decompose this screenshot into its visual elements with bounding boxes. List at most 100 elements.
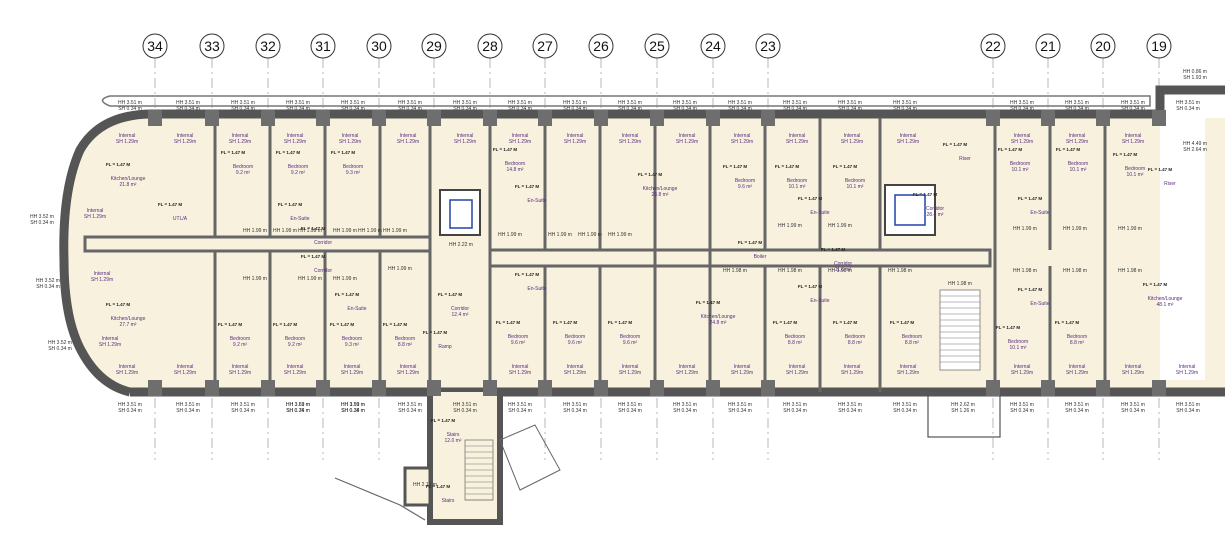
head-height-bottom-alt: HH 3.69 m	[286, 402, 310, 408]
internal-zone: Internal	[287, 364, 304, 370]
room-name: Kitchen/Lounge	[1148, 296, 1183, 302]
room-name: Bedroom	[230, 336, 250, 342]
pier	[372, 110, 386, 126]
room-name: Bedroom	[505, 161, 525, 167]
core-walls	[213, 118, 1107, 392]
sill-height-top: SH 0.34 m	[838, 106, 862, 112]
floor-level-marker: FL = 1.47 M	[383, 322, 408, 327]
sill-height-bottom: SH 0.34 m	[728, 408, 752, 414]
room-name: Kitchen/Lounge	[111, 316, 146, 322]
pier	[650, 110, 664, 126]
floor-level-marker: FL = 1.47 M	[1056, 147, 1081, 152]
sill-height-west: SH 0.34 m	[48, 346, 72, 352]
internal-zone: Internal	[457, 133, 474, 139]
door-head-height: HH 1.98 m	[888, 268, 912, 274]
internal-zone: Internal	[119, 364, 136, 370]
sill-height-top: SH 0.34 m	[118, 106, 142, 112]
room-name: Corridor	[314, 240, 332, 246]
head-height-bottom: HH 3.51 m	[231, 402, 255, 408]
room-area: 9.6 m²	[568, 340, 583, 346]
sill-height-west: SH 0.34 m	[36, 284, 60, 290]
head-height-top: HH 3.51 m	[231, 100, 255, 106]
internal-sill-height: SH 1.29m	[841, 370, 863, 376]
room-name: Bedroom	[1008, 339, 1028, 345]
pier	[594, 380, 608, 396]
floor-level-marker: FL = 1.47 M	[1148, 167, 1173, 172]
internal-zone: Internal	[844, 133, 861, 139]
room-name: Bedroom	[845, 334, 865, 340]
head-height-top: HH 3.51 m	[176, 100, 200, 106]
head-height-bottom: HH 3.51 m	[618, 402, 642, 408]
door-head-height: HH 1.99 m	[388, 266, 412, 272]
grid-label: 25	[649, 38, 665, 54]
internal-sill-height: SH 1.29m	[229, 370, 251, 376]
floor-level-marker: FL = 1.47 M	[335, 292, 360, 297]
room-area: 9.2 m²	[288, 342, 303, 348]
pier	[316, 110, 330, 126]
internal-zone: Internal	[287, 133, 304, 139]
grid-bubble	[700, 33, 726, 59]
head-height-top: HH 3.51 m	[453, 100, 477, 106]
internal-zone: Internal	[900, 364, 917, 370]
floor-level-marker: FL = 1.47 M	[1143, 282, 1168, 287]
internal-sill-height: SH 1.29m	[339, 139, 361, 145]
door-head-height: HH 1.99 m	[578, 232, 602, 238]
pier	[261, 380, 275, 396]
pier	[148, 380, 162, 396]
internal-sill-height: SH 1.29m	[1066, 370, 1088, 376]
sill-height-riser: SH 2.64 m	[1183, 147, 1207, 153]
pier	[205, 110, 219, 126]
room-name: En-Suite	[1030, 210, 1049, 216]
grid-label: 32	[260, 38, 276, 54]
grid-label: 20	[1095, 38, 1111, 54]
floor-level-marker: FL = 1.47 M	[773, 320, 798, 325]
door-head-height: HH 1.99 m	[548, 232, 572, 238]
internal-zone: Internal	[567, 364, 584, 370]
room-name: Bedroom	[233, 164, 253, 170]
internal-zone: Internal	[1014, 133, 1031, 139]
floor-level-marker: FL = 1.47 M	[276, 150, 301, 155]
grid-bubble	[142, 33, 168, 59]
internal-zone: Internal	[844, 364, 861, 370]
sill-height-bottom: SH 0.34 m	[563, 408, 587, 414]
internal-sill-height: SH 1.29m	[397, 370, 419, 376]
sill-height-top: SH 0.34 m	[341, 106, 365, 112]
head-height-top: HH 3.51 m	[1121, 100, 1145, 106]
head-height-annex: HH 2.12 m	[413, 482, 437, 488]
grid-label: 23	[760, 38, 776, 54]
room-area: 8.8 m²	[848, 340, 863, 346]
room-name: Bedroom	[288, 164, 308, 170]
grid-bubble	[199, 33, 225, 59]
internal-zone: Internal	[567, 133, 584, 139]
head-height-bottom: HH 3.51 m	[1121, 402, 1145, 408]
room-area: 9.3 m²	[346, 170, 361, 176]
door-head-height: HH 1.99 m	[243, 228, 267, 234]
head-height-bottom: HH 3.51 m	[1176, 402, 1200, 408]
grid-bubble	[366, 33, 392, 59]
pier	[427, 380, 441, 396]
sill-height-top: SH 0.34 m	[728, 106, 752, 112]
grid-bubble	[588, 33, 614, 59]
sill-height-top: SH 0.34 m	[673, 106, 697, 112]
internal-zone: Internal	[679, 133, 696, 139]
room-name: Bedroom	[508, 334, 528, 340]
room-name: Bedroom	[343, 164, 363, 170]
door-head-height: HH 1.99 m	[298, 228, 322, 234]
room-area: 10.1 m²	[847, 184, 864, 190]
door-head-height: HH 1.99 m	[273, 228, 297, 234]
sill-height-bottom: SH 0.34 m	[1010, 408, 1034, 414]
room-name: En-Suite	[527, 198, 546, 204]
room-name: Corridor	[834, 261, 852, 267]
room-area: 12.4 m²	[452, 312, 469, 318]
internal-zone: Internal	[734, 133, 751, 139]
internal-zone: Internal	[1125, 133, 1142, 139]
door-head-height: HH 1.99 m	[298, 276, 322, 282]
sill-height-bottom: SH 0.34 m	[176, 408, 200, 414]
sill-height-stair: SH 1.93 m	[1183, 75, 1207, 81]
grid-label: 34	[147, 38, 163, 54]
internal-zone: Internal	[789, 364, 806, 370]
floor-level-marker: FL = 1.47 M	[438, 292, 463, 297]
internal-sill-height: SH 1.29m	[1011, 370, 1033, 376]
room-name: Bedroom	[395, 336, 415, 342]
